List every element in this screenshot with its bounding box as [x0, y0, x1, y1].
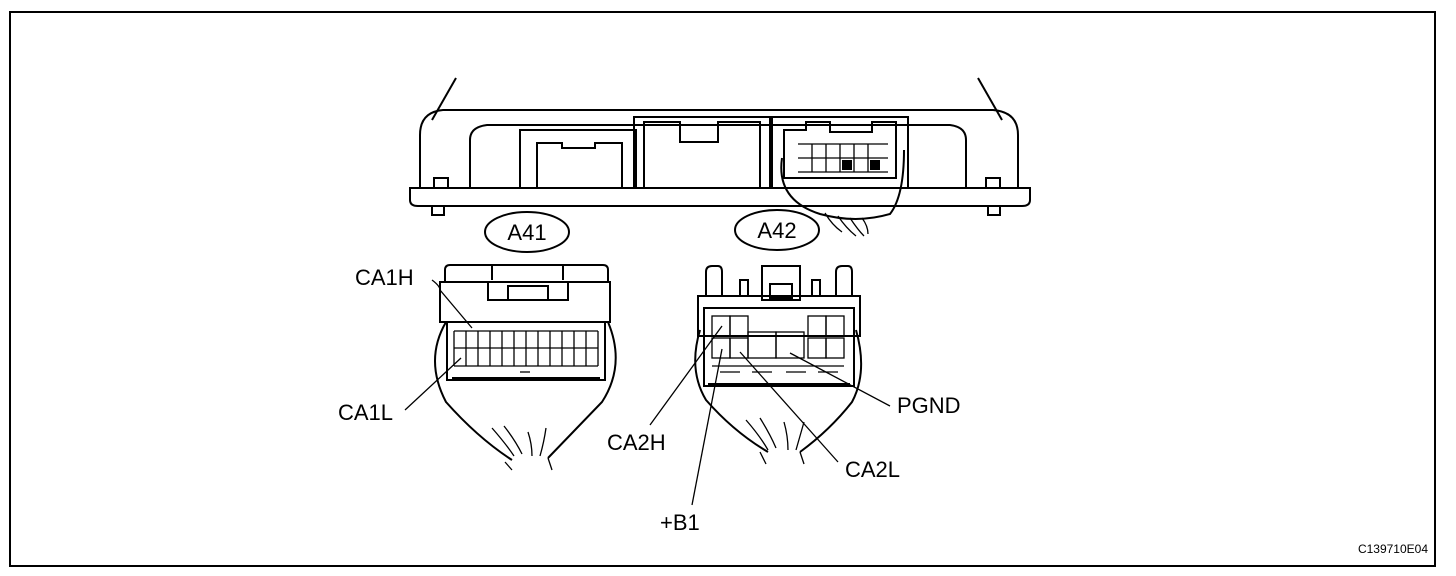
pgnd-label: PGND	[897, 393, 961, 418]
a42-connector-tag: A42	[734, 209, 820, 251]
ca1l-label: CA1L	[338, 400, 393, 425]
a42-terminal-grid	[711, 315, 845, 373]
a41-connector-tag: A41	[484, 211, 570, 253]
b1-label: +B1	[660, 510, 700, 535]
a41-connector	[434, 264, 617, 471]
figure-border	[9, 11, 1436, 567]
ecu-body	[409, 77, 1031, 237]
a41-terminal-grid	[453, 330, 599, 367]
a42-socket-pins	[798, 143, 888, 173]
terminal-callouts: CA1H CA1L CA2H +B1 CA2L PGND	[338, 265, 961, 535]
a42-connector	[694, 265, 863, 465]
ca2h-label: CA2H	[607, 430, 666, 455]
a41-label: A41	[507, 220, 546, 245]
ca1h-label: CA1H	[355, 265, 414, 290]
figure-code: C139710E04	[1358, 542, 1428, 556]
ca2l-label: CA2L	[845, 457, 900, 482]
a42-label: A42	[757, 218, 796, 243]
